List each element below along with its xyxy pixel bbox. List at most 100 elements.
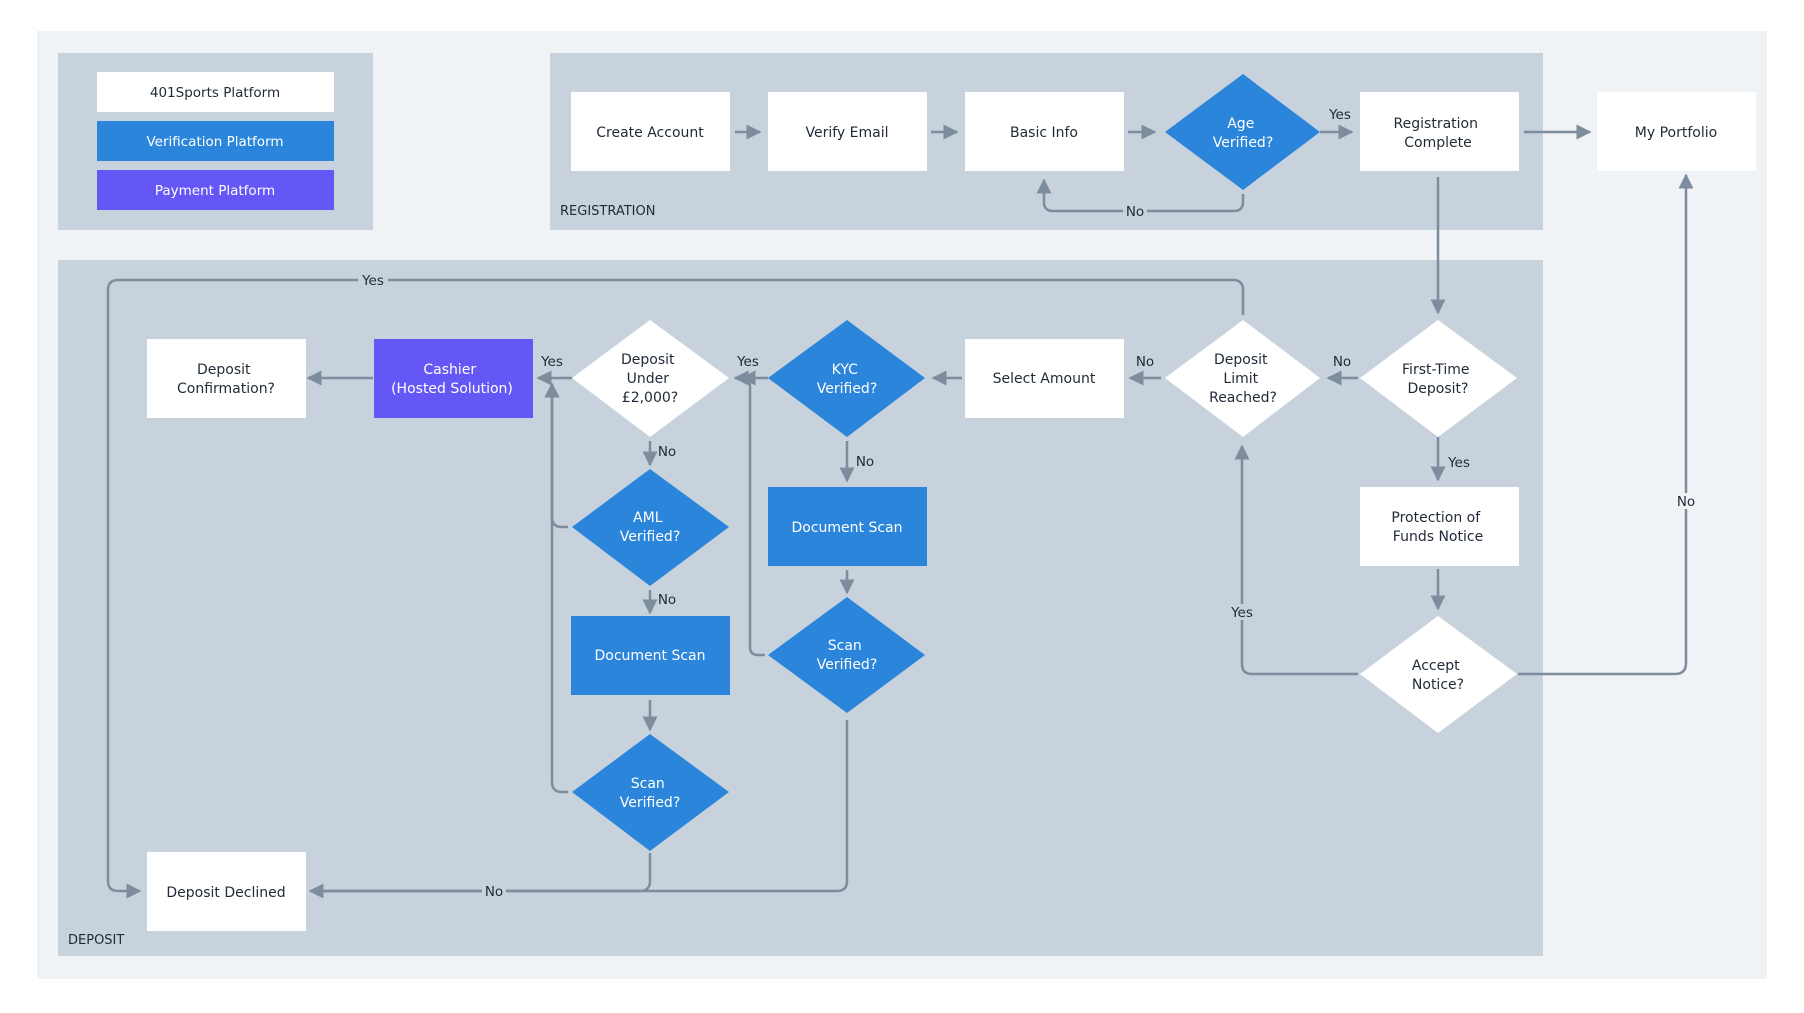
node-registration-complete-line2: Complete [1404, 135, 1471, 151]
label-under-no: No [658, 444, 676, 460]
node-aml-verified[interactable]: AML Verified? [572, 469, 729, 586]
node-kyc-document-scan[interactable]: Document Scan [768, 487, 927, 566]
node-deposit-limit-line3: Reached? [1209, 390, 1277, 406]
node-verify-email-label: Verify Email [805, 125, 888, 141]
node-first-time-deposit-line1: First-Time [1402, 362, 1470, 378]
svg-text:Cashier (Hosted Solution: Cashier (Hosted Solution) [391, 362, 513, 397]
node-deposit-confirmation-line1: Deposit [197, 362, 251, 378]
node-aml-verified-line2: Verified? [620, 529, 681, 545]
node-deposit-limit-line1: Deposit [1214, 352, 1268, 368]
legend-swatch-verification [97, 121, 334, 161]
svg-text:KYC Verified?: KYC Verified? [817, 362, 878, 397]
svg-text:Deposit Confirmation?: Deposit Confirmation? [177, 362, 275, 397]
svg-text:First-Time Deposit?: First-Time Deposit? [1402, 362, 1474, 397]
node-deposit-confirmation-line2: Confirmation? [177, 381, 275, 397]
node-age-verified[interactable]: Age Verified? [1165, 74, 1320, 190]
svg-text:Accept Notice?: Accept Notice? [1412, 658, 1464, 693]
label-age-yes: Yes [1328, 107, 1351, 123]
node-deposit-under-line2: Under [627, 371, 670, 387]
node-accept-notice[interactable]: Accept Notice? [1360, 616, 1517, 733]
label-accept-no: No [1677, 494, 1695, 510]
deposit-section-label: DEPOSIT [68, 933, 124, 948]
label-accept-yes-bg [1228, 604, 1258, 620]
node-registration-complete[interactable]: Registration Complete [1360, 92, 1519, 171]
label-declined-no: No [485, 884, 503, 900]
node-deposit-declined[interactable]: Deposit Declined [147, 852, 306, 931]
node-kyc-scan-verified-line2: Verified? [817, 657, 878, 673]
registration-section-label: REGISTRATION [560, 204, 655, 219]
label-age-no-bg [1123, 203, 1147, 219]
legend-item-verification: Verification Platform [146, 134, 283, 150]
node-aml-document-scan[interactable]: Document Scan [571, 616, 730, 695]
label-accept-no-bg [1674, 493, 1698, 509]
node-deposit-declined-label: Deposit Declined [166, 885, 285, 901]
node-protection-of-funds-notice[interactable]: Protection of Funds Notice [1360, 487, 1519, 566]
node-aml-scan-verified-line2: Verified? [620, 795, 681, 811]
label-limit-yes: Yes [361, 273, 384, 289]
svg-text:Age Verified?: Age Verified? [1213, 116, 1274, 151]
node-create-account[interactable]: Create Account [571, 92, 730, 171]
node-deposit-under-line1: Deposit [621, 352, 675, 368]
node-accept-notice-line1: Accept [1412, 658, 1460, 674]
node-first-time-deposit[interactable]: First-Time Deposit? [1360, 320, 1517, 437]
node-cashier-line2: (Hosted Solution) [391, 381, 513, 397]
edge-accept-no [1518, 173, 1694, 676]
label-kyc-scan-yes: Yes [736, 354, 759, 370]
node-aml-verified-line1: AML [633, 510, 663, 526]
label-aml-no: No [658, 592, 676, 608]
legend-swatch-payment [97, 170, 334, 210]
svg-text:Protection of Funds Noti: Protection of Funds Notice [1391, 510, 1484, 545]
node-deposit-under-line3: £2,000? [622, 390, 678, 406]
label-first-yes: Yes [1447, 455, 1470, 471]
node-kyc-scan-verified[interactable]: Scan Verified? [768, 597, 925, 713]
legend-swatch-401sports [97, 72, 334, 112]
label-under-yes: Yes [540, 354, 563, 370]
legend-item-payment: Payment Platform [155, 183, 275, 199]
node-deposit-limit-line2: Limit [1223, 371, 1258, 387]
node-aml-scan-verified[interactable]: Scan Verified? [572, 734, 729, 851]
edge-kyc-scan-verified-yes [740, 370, 765, 657]
node-kyc-verified[interactable]: KYC Verified? [768, 320, 925, 437]
label-first-no: No [1333, 354, 1351, 370]
node-create-account-label: Create Account [596, 125, 704, 141]
svg-text:Scan Verified?: Scan Verified? [817, 638, 878, 673]
label-limit-no: No [1136, 354, 1154, 370]
svg-text:Registration Complete: Registration Complete [1394, 116, 1483, 151]
node-first-time-deposit-line2: Deposit? [1408, 381, 1469, 397]
edge-aml-scan-verified-yes [544, 382, 568, 794]
node-cashier-hosted-solution[interactable]: Cashier (Hosted Solution) [374, 339, 533, 418]
svg-text:AML Verified?: AML Verified? [620, 510, 681, 545]
node-deposit-confirmation[interactable]: Deposit Confirmation? [147, 339, 306, 418]
node-kyc-verified-line2: Verified? [817, 381, 878, 397]
svg-text:Deposit Limit Reac: Deposit Limit Reached? [1209, 352, 1277, 406]
node-cashier-line1: Cashier [423, 362, 476, 378]
edge-deposit-limit-yes [106, 278, 1245, 899]
label-limit-yes-bg [358, 272, 388, 288]
node-age-verified-line2: Verified? [1213, 135, 1274, 151]
svg-text:Scan Verified?: Scan Verified? [620, 776, 681, 811]
label-age-no: No [1126, 204, 1144, 220]
edge-aml-scan-verified-no [310, 853, 652, 893]
svg-text:Deposit Under £2,0: Deposit Under £2,000? [621, 352, 679, 406]
node-deposit-under-2000[interactable]: Deposit Under £2,000? [572, 320, 729, 437]
node-accept-notice-line2: Notice? [1412, 677, 1464, 693]
label-kyc-no: No [856, 454, 874, 470]
label-accept-yes: Yes [1230, 605, 1253, 621]
node-age-verified-line1: Age [1227, 116, 1254, 132]
node-deposit-limit-reached[interactable]: Deposit Limit Reached? [1165, 320, 1320, 437]
edge-accept-yes [1234, 444, 1358, 676]
node-registration-complete-line1: Registration [1394, 116, 1478, 132]
node-my-portfolio-label: My Portfolio [1635, 125, 1717, 141]
node-kyc-scan-verified-line1: Scan [828, 638, 862, 654]
node-basic-info[interactable]: Basic Info [965, 92, 1124, 171]
label-declined-no-bg [482, 883, 506, 899]
node-protection-notice-line1: Protection of [1391, 510, 1481, 526]
node-verify-email[interactable]: Verify Email [768, 92, 927, 171]
legend-item-401sports: 401Sports Platform [150, 85, 280, 101]
node-my-portfolio[interactable]: My Portfolio [1597, 92, 1756, 171]
node-aml-scan-verified-line1: Scan [631, 776, 665, 792]
node-kyc-document-scan-label: Document Scan [791, 520, 902, 536]
node-select-amount-label: Select Amount [993, 371, 1096, 387]
node-select-amount[interactable]: Select Amount [965, 339, 1124, 418]
